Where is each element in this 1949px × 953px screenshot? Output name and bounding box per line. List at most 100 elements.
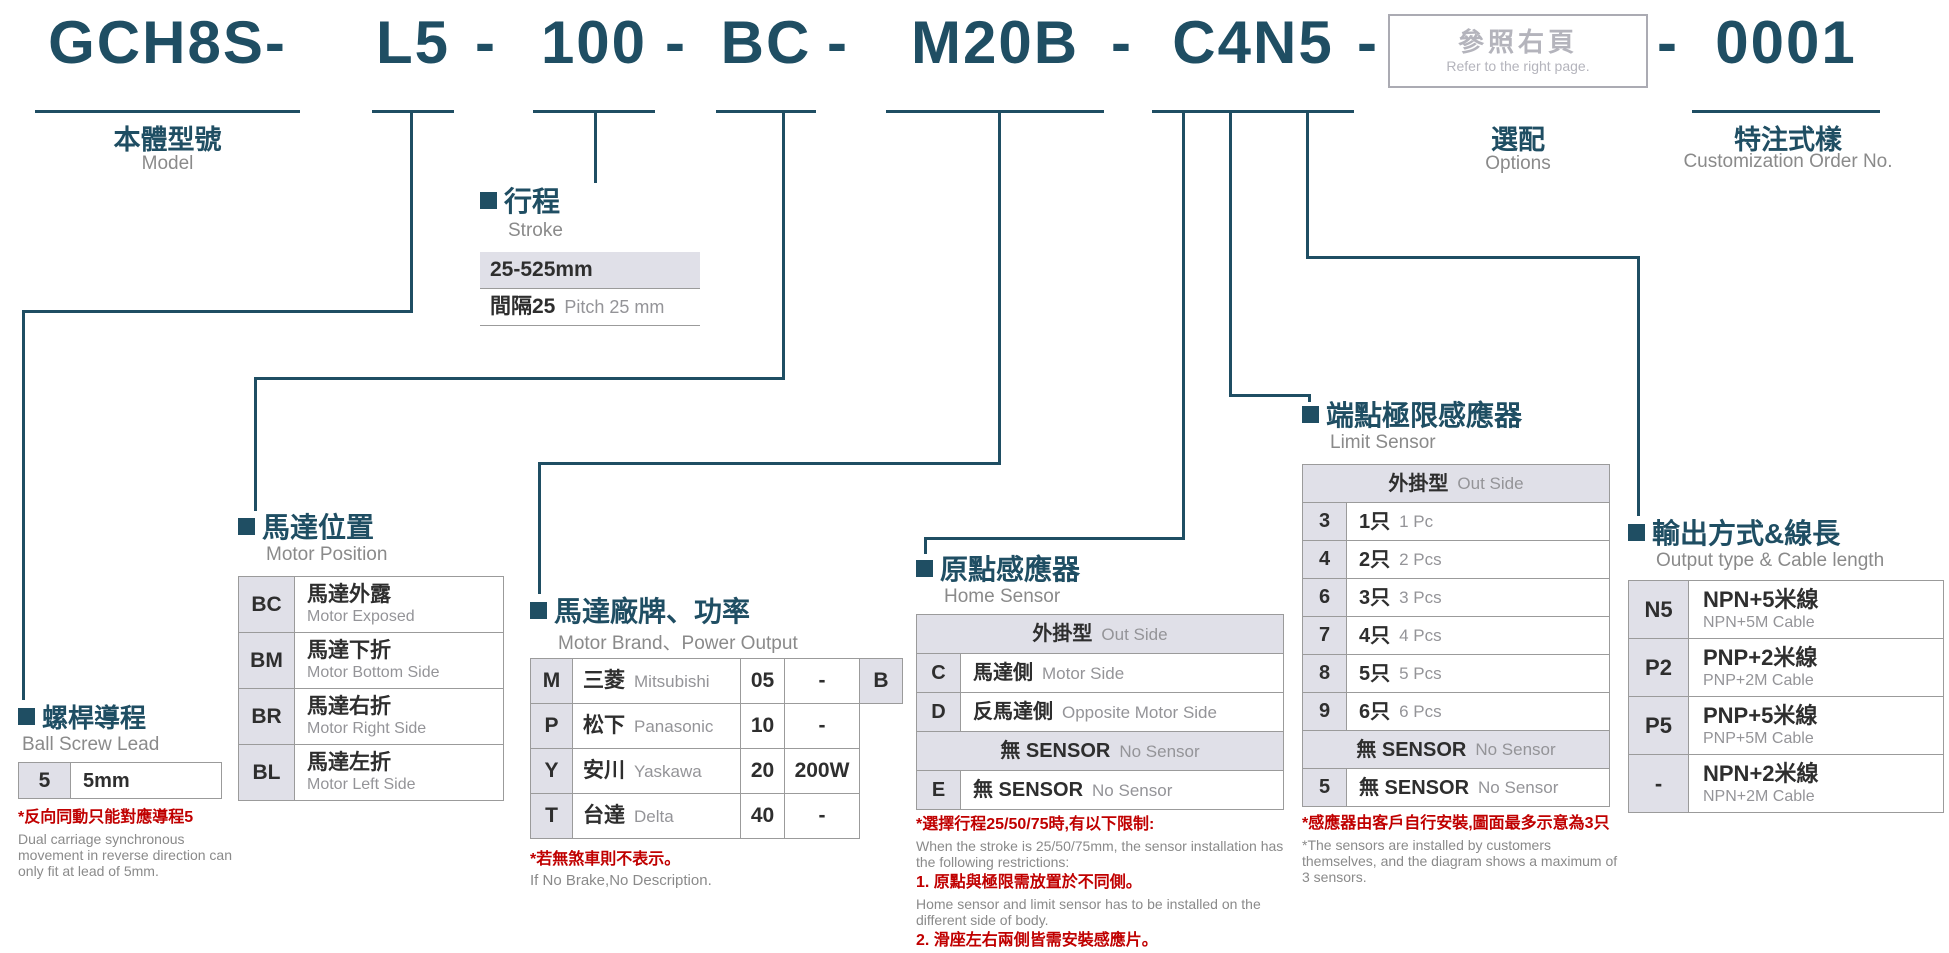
table-subheader-row: 無 SENSOR No Sensor xyxy=(1303,731,1609,769)
cell-code: P5 xyxy=(1629,697,1689,754)
label-model-zh: 本體型號 xyxy=(113,125,222,155)
cell-en: Motor Bottom Side xyxy=(307,664,440,681)
code-order-no: 0001 xyxy=(1715,9,1857,76)
subheader-zh: 無 SENSOR xyxy=(1000,740,1111,762)
table-row: BM 馬達下折 Motor Bottom Side xyxy=(239,633,503,689)
connector-output-v2 xyxy=(1637,256,1640,516)
stroke-title-en: Stroke xyxy=(508,220,563,241)
cell-en: 4 Pcs xyxy=(1399,626,1442,645)
ball-screw-title-en: Ball Screw Lead xyxy=(22,734,160,755)
cell-power-code: 10 xyxy=(741,704,785,748)
table-row: P5 PNP+5米線 PNP+5M Cable xyxy=(1629,697,1943,755)
cell-code: D xyxy=(917,693,961,731)
code-stroke: 100 xyxy=(540,9,648,76)
underline-lead xyxy=(372,110,454,113)
table-row: D 反馬達側 Opposite Motor Side xyxy=(917,693,1283,732)
cell-zh: 5只 xyxy=(1359,662,1391,685)
table-row: 5 5mm xyxy=(19,763,221,799)
cell-zh: PNP+5米線 xyxy=(1703,703,1818,728)
connector-motor-brand-h xyxy=(538,462,1001,465)
cell-zh: 反馬達側 xyxy=(973,701,1053,723)
connector-home-sensor-v1 xyxy=(1182,111,1185,537)
cell-code: 5 xyxy=(19,763,71,798)
connector-stroke xyxy=(594,111,597,183)
table-row: N5 NPN+5米線 NPN+5M Cable xyxy=(1629,581,1943,639)
cell-power: - xyxy=(818,669,826,692)
cell-zh: 馬達外露 xyxy=(307,583,391,606)
cell-code: BR xyxy=(239,689,295,744)
cell-en: Panasonic xyxy=(634,716,714,736)
cell-power-code: 20 xyxy=(741,749,785,793)
cell-code: 8 xyxy=(1303,655,1347,692)
cell-zh: 台達 xyxy=(583,804,625,827)
cell-zh: 3只 xyxy=(1359,586,1391,609)
table-row: 9 6只 6 Pcs xyxy=(1303,693,1609,731)
code-lead: L5 xyxy=(375,9,451,76)
square-bullet-icon xyxy=(916,559,933,577)
header-en: Out Side xyxy=(1457,474,1524,493)
table-row: BL 馬達左折 Motor Left Side xyxy=(239,745,503,801)
cell-zh: 2只 xyxy=(1359,548,1391,571)
motor-brand-notes: *若無煞車則不表示。 If No Brake,No Description. xyxy=(530,850,860,892)
label-custom-en: Customization Order No. xyxy=(1683,151,1893,172)
stroke-section-title: 行程 xyxy=(480,180,560,220)
cell-zh: 1只 xyxy=(1359,510,1391,533)
motor-brand-section-title: 馬達廠牌、功率 xyxy=(530,590,750,630)
connector-lead-v1 xyxy=(410,111,413,310)
limit-sensor-section-title: 端點極限感應器 xyxy=(1302,394,1522,434)
code-motor-position: BC xyxy=(720,9,812,76)
cell-power: - xyxy=(818,804,826,827)
cell-code: 7 xyxy=(1303,617,1347,654)
stroke-table: 25-525mm 間隔25 Pitch 25 mm xyxy=(480,252,700,326)
cell-zh: PNP+2米線 xyxy=(1703,645,1818,670)
limit-sensor-notes: *感應器由客戶自行安裝,圖面最多示意為3只 *The sensors are i… xyxy=(1302,814,1620,888)
cell-power-code: 05 xyxy=(741,659,785,703)
table-row: Y 安川 Yaskawa 20 200W xyxy=(531,749,859,794)
cell-zh: 安川 xyxy=(583,759,625,782)
table-row: - NPN+2米線 NPN+2M Cable xyxy=(1629,755,1943,813)
table-row: P 松下 Panasonic 10 - xyxy=(531,704,859,749)
stroke-title-zh: 行程 xyxy=(504,186,561,217)
cell-en: 6 Pcs xyxy=(1399,702,1442,721)
code-motor-brand: M20B xyxy=(910,9,1080,76)
cell-en: 3 Pcs xyxy=(1399,588,1442,607)
underline-order-no xyxy=(1692,110,1880,113)
table-row: 3 1只 1 Pc xyxy=(1303,503,1609,541)
stroke-pitch-row: 間隔25 Pitch 25 mm xyxy=(480,289,700,326)
cell-zh: 無 SENSOR xyxy=(1359,776,1470,799)
cell-en: 5 Pcs xyxy=(1399,664,1442,683)
table-header-row: 外掛型 Out Side xyxy=(1303,465,1609,503)
note-red: 1. 原點與極限需放置於不同側。 xyxy=(916,874,1142,891)
code-dash-1: - xyxy=(475,9,497,76)
label-custom-zh: 特注式樣 xyxy=(1734,125,1842,155)
cell-zh: 馬達左折 xyxy=(307,751,391,774)
connector-motor-brand-v1 xyxy=(998,111,1001,462)
table-row: M 三菱 Mitsubishi 05 - xyxy=(531,659,859,704)
connector-output-h xyxy=(1306,256,1640,259)
note-gray: When the stroke is 25/50/75mm, the senso… xyxy=(916,838,1284,870)
cell-code: P xyxy=(531,704,573,748)
cell-code: M xyxy=(531,659,573,703)
connector-lead-v2 xyxy=(22,310,25,700)
connector-output-v1 xyxy=(1306,111,1309,256)
output-section-title: 輸出方式&線長 xyxy=(1628,512,1840,552)
code-dash-5: - xyxy=(1357,9,1379,76)
cell-code: 3 xyxy=(1303,503,1347,540)
cell-code: E xyxy=(917,771,961,809)
cell-en: PNP+2M Cable xyxy=(1703,672,1814,689)
square-bullet-icon xyxy=(1628,523,1645,541)
code-model: GCH8S- xyxy=(48,9,287,76)
square-bullet-icon xyxy=(1302,405,1319,423)
home-sensor-section-title: 原點感應器 xyxy=(916,548,1080,588)
cell-zh: 4只 xyxy=(1359,624,1391,647)
label-options-en: Options xyxy=(1485,153,1551,174)
square-bullet-icon xyxy=(238,517,255,535)
cell-en: Motor Side xyxy=(1042,663,1125,683)
motor-position-section-title: 馬達位置 xyxy=(238,506,374,546)
ball-screw-title-zh: 螺桿導程 xyxy=(42,703,147,733)
cell-code: 4 xyxy=(1303,541,1347,578)
underline-model xyxy=(35,110,300,113)
home-sensor-notes: *選擇行程25/50/75時,有以下限制: When the stroke is… xyxy=(916,815,1300,953)
ball-screw-section-title: 螺桿導程 xyxy=(18,698,146,735)
